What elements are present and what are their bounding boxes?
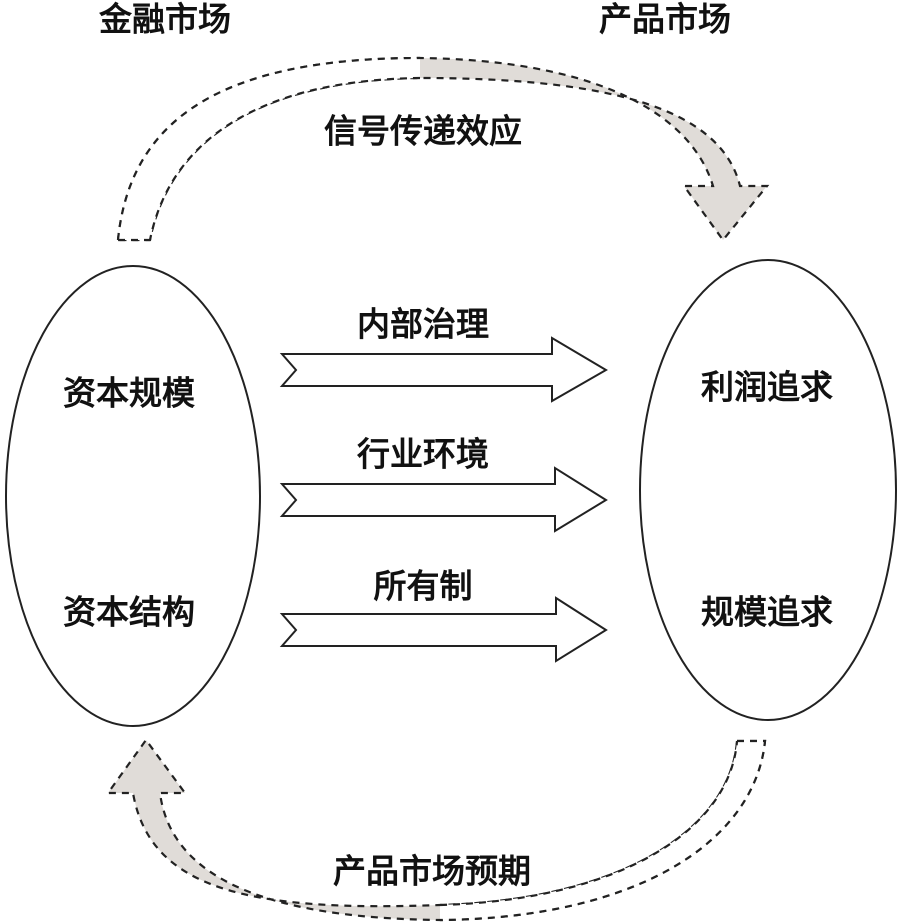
right-item-scale-pursuit: 规模追求 [701, 592, 833, 632]
market-expectation-label: 产品市场预期 [333, 851, 531, 891]
expectation-arrow [105, 738, 767, 922]
left-item-capital-structure: 资本结构 [63, 592, 195, 632]
arrow-industry-environment [279, 466, 608, 533]
arrow-label-industry-environment: 行业环境 [357, 434, 489, 474]
arrow-internal-governance [279, 336, 608, 403]
left-item-capital-scale: 资本规模 [63, 373, 195, 413]
header-financial-market: 金融市场 [99, 0, 231, 39]
header-product-market: 产品市场 [599, 0, 731, 39]
signal-arrow-tail [118, 58, 420, 240]
right-ellipse [639, 259, 897, 721]
expectation-arrow-tail [440, 741, 765, 920]
expectation-arrow-tail-outline [439, 739, 767, 922]
arrow-label-ownership: 所有制 [373, 566, 473, 606]
signal-arrow-tail-outline [116, 56, 421, 242]
signal-effect-label: 信号传递效应 [324, 111, 522, 151]
left-ellipse [5, 265, 261, 727]
arrow-label-internal-governance: 内部治理 [357, 304, 489, 344]
right-item-profit-pursuit: 利润追求 [701, 367, 833, 407]
arrow-ownership [279, 596, 608, 663]
